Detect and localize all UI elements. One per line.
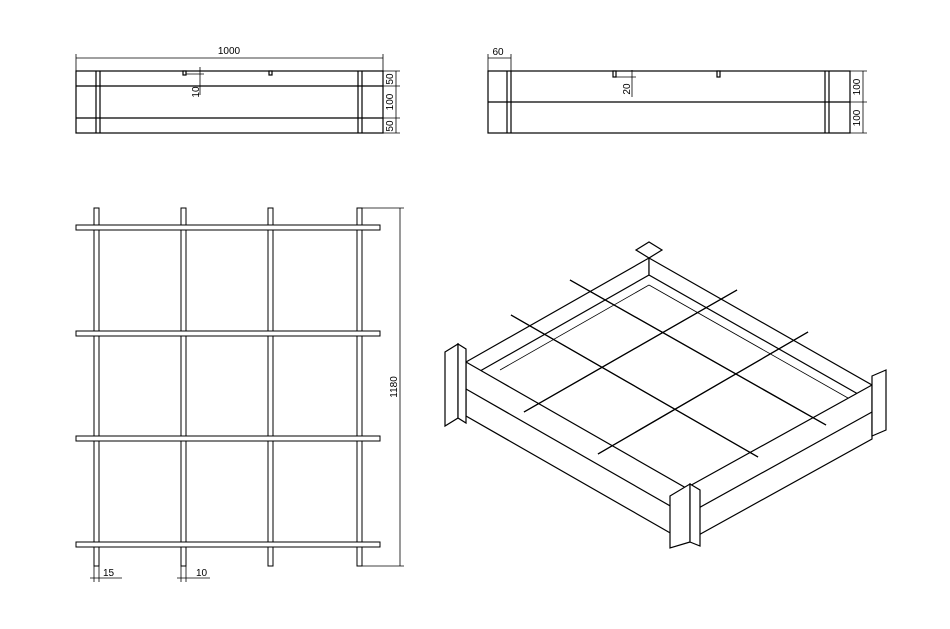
front-view: 1000 10 50 100 50	[75, 46, 400, 134]
plan-length-label: 1180	[389, 376, 400, 398]
plan-rod-vertical	[93, 207, 100, 567]
front-slot-label: 10	[191, 86, 202, 98]
side-offset-label: 60	[492, 47, 504, 58]
plan-rod-width-label: 10	[196, 568, 208, 579]
plan-rod-vertical	[356, 207, 363, 567]
plan-overhang-label: 15	[103, 568, 115, 579]
front-width-label: 1000	[218, 46, 241, 57]
front-view-body	[75, 70, 384, 134]
front-height-label-top: 50	[385, 73, 396, 85]
side-slot-label: 20	[622, 83, 633, 95]
plan-rod-vertical	[180, 207, 187, 567]
front-height-label-bottom: 50	[385, 120, 396, 132]
side-height-label-top: 100	[852, 78, 863, 95]
plan-rod-horizontal	[75, 541, 381, 548]
iso-view	[444, 241, 887, 549]
iso-rods	[510, 279, 827, 458]
plan-rod-horizontal	[75, 224, 381, 231]
plan-rod-vertical	[267, 207, 274, 567]
plan-rod-horizontal	[75, 435, 381, 442]
plan-rod-horizontal	[75, 330, 381, 337]
front-height-label-mid: 100	[385, 93, 396, 110]
side-view: 60 20 100 100	[487, 47, 867, 134]
plan-view: 1180 15 10	[75, 207, 404, 582]
side-height-label-bottom: 100	[852, 109, 863, 126]
